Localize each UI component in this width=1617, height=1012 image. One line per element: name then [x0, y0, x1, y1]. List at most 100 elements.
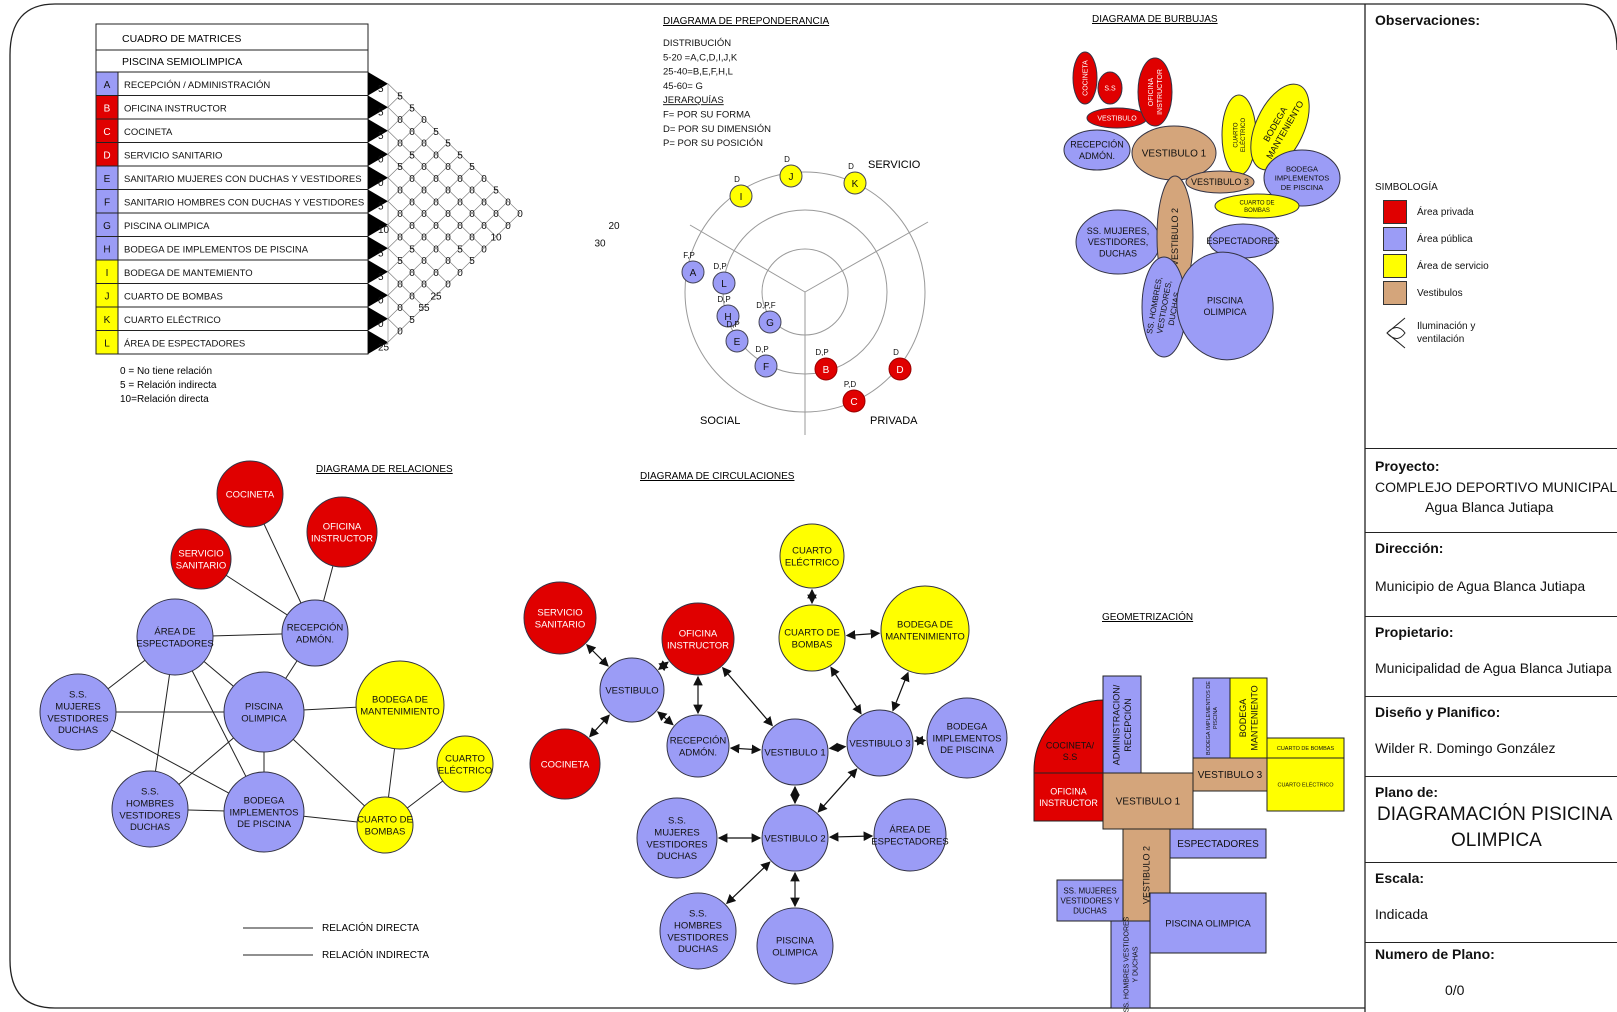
circulation-node: [659, 892, 737, 970]
prep-node-letter: G: [766, 318, 774, 329]
label-line: BODEGA: [1238, 699, 1248, 738]
relation-node: [170, 528, 232, 590]
bubble-label: VESTIBULO: [1097, 115, 1137, 122]
matrix-row-total: 25: [378, 342, 390, 353]
matrix-row-total: 0: [378, 295, 384, 306]
label-line: S.S.: [668, 816, 686, 827]
label-line: CUARTO: [1233, 122, 1239, 147]
prep-node-tag: D: [734, 175, 740, 184]
label-line: ESPECTADORES: [871, 836, 948, 847]
label-line: PISCINA: [1207, 296, 1243, 306]
geo-label-group: CUARTO DE BOMBAS: [1277, 746, 1335, 752]
direccion-value: Municipio de Agua Blanca Jutiapa: [1375, 578, 1586, 594]
prep-node-d: [888, 357, 912, 381]
matrix-row-color: [95, 330, 119, 355]
bubble: [1063, 129, 1131, 171]
matrix-cell-value: 0: [409, 197, 415, 208]
label-line: MANTENIMIENTO: [885, 631, 965, 642]
label-line: ESPECTADORES: [1177, 839, 1259, 850]
relation-node: [136, 598, 214, 676]
label-line: OFICINA: [1050, 787, 1087, 797]
circulation-arrow: [657, 711, 674, 726]
matrix-cell-value: 5: [409, 103, 415, 114]
proyecto-label: Proyecto:: [1375, 458, 1440, 474]
prep-node-tag: D,P: [726, 320, 739, 329]
matrix-row-letter: F: [104, 198, 110, 209]
label-line: SS. MUJERES: [1063, 886, 1116, 895]
matrix-legend-1: 5 = Relación indirecta: [120, 380, 217, 391]
light-ventilation-icon: [1386, 317, 1406, 349]
circulation-node: [529, 728, 601, 800]
circulation-node-label: VESTIBULO: [605, 685, 658, 696]
propietario-section: Propietario: Municipalidad de Agua Blanc…: [1365, 616, 1617, 697]
prep-node-e: [725, 329, 749, 353]
matrix-cell-value: 0: [505, 197, 511, 208]
matrix-cell-value: 0: [457, 221, 463, 232]
sector-social: SOCIAL: [700, 415, 740, 427]
matrix-subtitle: PISCINA SEMIOLIMPICA: [122, 56, 242, 68]
matrix-title: CUADRO DE MATRICES: [122, 33, 241, 45]
matrix-row-letter: C: [103, 127, 110, 138]
matrix-grid-line: [387, 318, 401, 331]
matrix-cell-value: 5: [397, 256, 403, 267]
prep-text-line: 25-40=B,E,F,H,L: [663, 67, 733, 78]
circulation-node: [599, 657, 665, 723]
prep-node-letter: B: [823, 365, 830, 376]
bubble-label-group: VESTIBULO 3: [1191, 177, 1249, 187]
matrix-row-arrow: [368, 283, 388, 307]
matrix-grid-line: [387, 83, 521, 214]
relation-node: [223, 671, 305, 753]
matrix-row-arrow: [368, 95, 388, 119]
geo-label-group: PISCINA OLIMPICA: [1165, 918, 1251, 929]
matrix-cell-value: 5: [397, 162, 403, 173]
label-line: RECEPCIÓN: [1123, 698, 1133, 752]
circulation-node: [846, 709, 914, 777]
matrix-row-arrow: [368, 330, 388, 354]
label-line: INSTRUCTOR: [1039, 798, 1098, 808]
label-line: OFICINA: [1148, 77, 1155, 106]
propietario-value: Municipalidad de Agua Blanca Jutiapa: [1375, 660, 1612, 676]
matrix-cell-value: 0: [409, 127, 415, 138]
label-line: DE PISCINA: [940, 745, 995, 756]
plano-label: Plano de:: [1375, 784, 1439, 800]
matrix-cell-value: 25: [430, 291, 442, 302]
plano-title-1: DIAGRAMACIÓN PISICINA: [1377, 804, 1613, 825]
label-line: BODEGA DE: [372, 694, 428, 705]
prep-node-k: [843, 171, 867, 195]
matrix-cell-value: 0: [397, 327, 403, 338]
label-line: CUARTO ELÉCTRICO: [1277, 781, 1334, 788]
bubble-label: SS. MUJERES,VESTIDORES,DUCHAS: [1087, 226, 1150, 259]
label-line: ESPECTADORES: [136, 638, 213, 649]
prep-node-letter: J: [789, 172, 794, 183]
label-line: HOMBRES: [126, 798, 174, 809]
bubble-label: VESTIBULO 1: [1142, 149, 1207, 160]
matrix-cell-value: 0: [433, 197, 439, 208]
matrix-cell-value: 0: [433, 150, 439, 161]
matrix-cell-value: 55: [418, 303, 430, 314]
geo-label: COCINETA/S.S: [1046, 741, 1095, 762]
matrix-row-total: 0: [378, 319, 384, 330]
label-line: DE PISCINA: [237, 819, 292, 830]
matrix-row-name: CUARTO DE BOMBAS: [124, 292, 223, 303]
label-line: SERVICIO: [537, 607, 582, 618]
relation-node: [306, 496, 378, 568]
preponderance-diagram: DIAGRAMA DE PREPONDERANCIA DISTRIBUCIÓN5…: [663, 16, 929, 435]
circulation-node: [661, 602, 735, 676]
matrix-row-arrow: [368, 236, 388, 260]
label-line: ESPECTADORES: [1206, 236, 1279, 246]
matrix-row-total: 0: [378, 154, 384, 165]
matrix-row-letter: E: [104, 174, 111, 185]
geo-label-group: VESTIBULO 2: [1142, 846, 1152, 904]
observaciones-label: Observaciones:: [1375, 12, 1481, 28]
prep-node-letter: K: [852, 179, 859, 190]
legend-swatch: [1383, 227, 1407, 251]
matrix-cell-value: 0: [397, 280, 403, 291]
